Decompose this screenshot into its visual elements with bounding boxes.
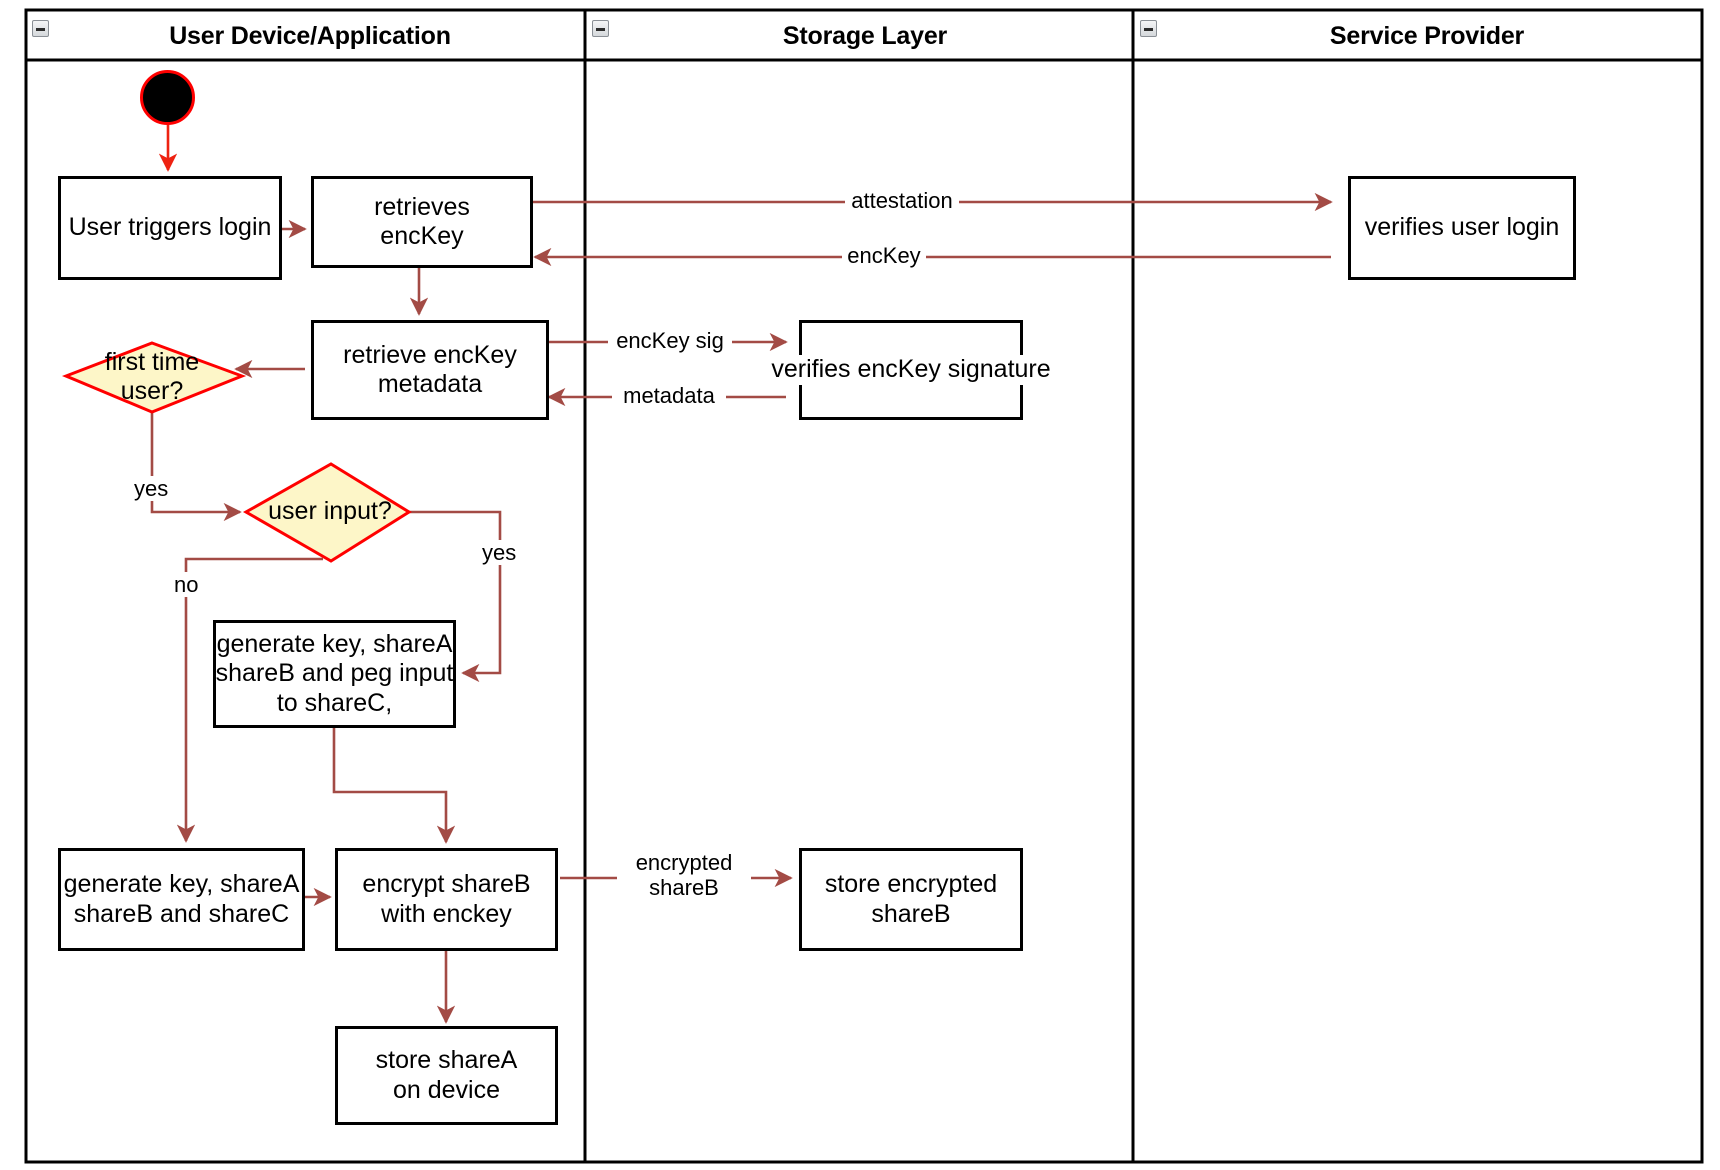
edge-first-time-yes-to-user-input — [150, 412, 242, 522]
node-generate-key-peg-input[interactable]: generate key, shareA shareB and peg inpu… — [213, 620, 456, 728]
node-verifies-user-login[interactable]: verifies user login — [1348, 176, 1576, 280]
node-verifies-user-login-label: verifies user login — [1364, 213, 1560, 242]
initial-node[interactable] — [140, 70, 195, 125]
edge-label-yes-first-time: yes — [132, 476, 186, 502]
edge-label-enckey-sig: encKey sig — [608, 328, 732, 354]
edge-label-attestation: attestation — [845, 188, 959, 214]
edge-user-input-no — [176, 557, 323, 843]
edge-label-enckey: encKey — [842, 243, 926, 269]
node-user-triggers-login-label: User triggers login — [68, 213, 272, 242]
edge-peg-input-to-encrypt — [332, 728, 456, 844]
node-verifies-enckey-signature[interactable]: verifies encKey signature — [771, 320, 1051, 420]
collapse-minus-icon-lane-storage[interactable] — [592, 20, 609, 37]
user-input-decision-shape[interactable] — [242, 462, 412, 563]
node-verifies-enckey-signature-label: verifies encKey signature — [771, 355, 1051, 385]
collapse-minus-icon-lane-user-device[interactable] — [32, 20, 49, 37]
edge-label-no-user-input: no — [172, 572, 220, 598]
node-store-encrypted-shareb-label: store encrypted shareB — [824, 870, 998, 928]
node-store-sharea-on-device-label: store shareA on device — [375, 1046, 518, 1104]
node-encrypt-shareb[interactable]: encrypt shareB with enckey — [335, 848, 558, 951]
node-generate-key-peg-input-label: generate key, shareA shareB and peg inpu… — [215, 629, 454, 717]
pool-outline — [24, 8, 1704, 1164]
collapse-minus-icon-lane-service-provider[interactable] — [1140, 20, 1157, 37]
node-store-sharea-on-device[interactable]: store shareA on device — [335, 1026, 558, 1125]
node-retrieve-enckey-metadata[interactable]: retrieve encKey metadata — [311, 320, 549, 420]
edge-user-input-yes — [406, 510, 502, 683]
node-generate-key-shares[interactable]: generate key, shareA shareB and shareC — [58, 848, 305, 951]
first-time-user-decision-shape[interactable] — [61, 341, 247, 414]
edge-label-encrypted-shareb: encrypted shareB — [617, 850, 751, 901]
lane-title-user-device: User Device/Application — [169, 22, 451, 50]
lane-title-service-provider: Service Provider — [1329, 22, 1525, 50]
node-retrieve-enckey-metadata-label: retrieve encKey metadata — [343, 340, 517, 399]
lane-title-storage: Storage Layer — [782, 22, 948, 50]
node-retrieves-enckey[interactable]: retrieves encKey — [311, 176, 533, 268]
node-store-encrypted-shareb[interactable]: store encrypted shareB — [799, 848, 1023, 951]
edge-label-yes-user-input: yes — [480, 540, 534, 566]
node-user-triggers-login[interactable]: User triggers login — [58, 176, 282, 280]
node-encrypt-shareb-label: encrypt shareB with enckey — [362, 870, 531, 928]
node-retrieves-enckey-label: retrieves encKey — [374, 192, 470, 251]
node-generate-key-shares-label: generate key, shareA shareB and shareC — [63, 870, 300, 928]
edge-label-metadata: metadata — [612, 383, 726, 409]
